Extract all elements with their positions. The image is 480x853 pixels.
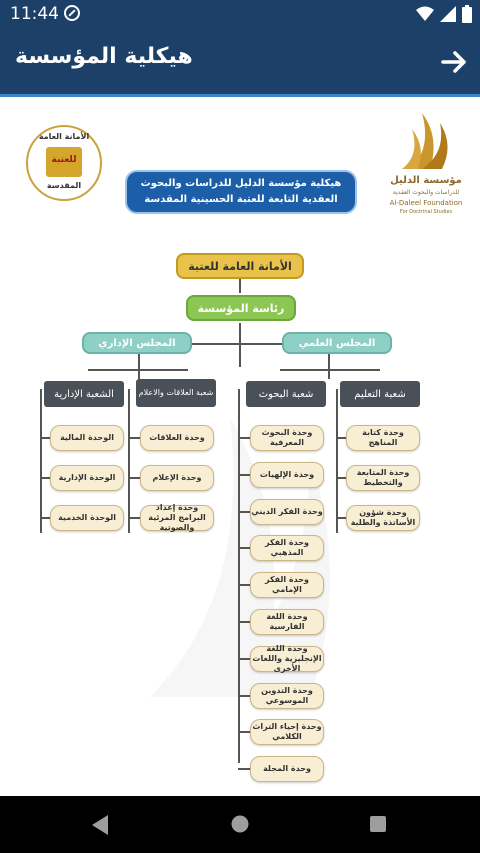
foundation-logo: مؤسسة الدليل للدراسات والبحوث العقدية Al… bbox=[386, 109, 466, 219]
connector bbox=[238, 621, 250, 623]
shrine-emblem: للعتبة bbox=[46, 147, 82, 177]
connector bbox=[40, 389, 42, 533]
nav-back-icon[interactable] bbox=[90, 814, 110, 836]
unit-box: وحدة المجلة bbox=[250, 756, 324, 783]
connector bbox=[238, 389, 240, 763]
watermark-logo-icon bbox=[150, 417, 330, 697]
unit-box: الوحدة الخدمية bbox=[50, 505, 124, 531]
unit-box: وحدة البحوث المعرفية bbox=[250, 425, 324, 451]
app-bar: هيكلية المؤسسة bbox=[0, 30, 480, 94]
page-title: هيكلية المؤسسة bbox=[15, 44, 193, 69]
unit-box: وحدة المتابعة والتخطيط bbox=[346, 465, 420, 491]
shrine-logo-text-bottom: المقدسة bbox=[46, 181, 82, 190]
unit-box: وحدة كتابة المناهج bbox=[346, 425, 420, 451]
app-bar-divider bbox=[0, 94, 480, 97]
connector bbox=[238, 510, 250, 513]
nav-recents-icon[interactable] bbox=[369, 815, 387, 833]
connector bbox=[238, 473, 250, 476]
wifi-icon bbox=[416, 6, 434, 21]
unit-box: وحدة الفكر الإمامي bbox=[250, 572, 324, 599]
shrine-logo-text-mid: للعتبة bbox=[51, 155, 77, 165]
unit-box: وحدة التدوين الموسوعي bbox=[250, 682, 324, 709]
connector bbox=[138, 343, 330, 345]
connector bbox=[239, 279, 241, 293]
unit-box: وحدة العلاقات bbox=[140, 425, 214, 451]
connector bbox=[128, 437, 140, 439]
dept-research-box: شعبة البحوث bbox=[246, 381, 326, 407]
connector bbox=[238, 437, 250, 439]
connector bbox=[239, 323, 241, 367]
unit-box: الوحدة الإدارية bbox=[50, 465, 124, 491]
system-nav-bar bbox=[0, 796, 480, 853]
connector bbox=[336, 437, 346, 439]
unit-box: وحدة إعداد البرامج المرئية والصوتية bbox=[140, 503, 214, 532]
unit-box: وحدة شؤون الأساتذة والطلبة bbox=[346, 505, 420, 531]
foundation-english-name: Al-Daleel Foundation bbox=[389, 199, 463, 207]
scientific-council-box: المجلس العلمي bbox=[282, 332, 392, 354]
connector bbox=[40, 437, 50, 439]
connector bbox=[238, 657, 250, 660]
connector bbox=[328, 357, 330, 379]
nav-home-icon[interactable] bbox=[230, 814, 250, 834]
connector bbox=[128, 389, 130, 533]
foundation-subtitle: للدراسات والبحوث العقدية bbox=[392, 189, 460, 196]
battery-icon bbox=[462, 5, 472, 23]
foundation-emblem-icon bbox=[402, 113, 448, 169]
connector bbox=[238, 768, 250, 771]
connector bbox=[128, 517, 140, 519]
presidency-box: رئاسة المؤسسة bbox=[186, 295, 296, 321]
connector bbox=[138, 343, 140, 367]
foundation-english-subtitle: For Doctrinal Studies bbox=[399, 209, 453, 215]
unit-box: وحدة الإلهيات bbox=[250, 461, 324, 488]
connector bbox=[336, 517, 346, 519]
connector bbox=[336, 389, 338, 533]
unit-box: وحدة الإعلام bbox=[140, 465, 214, 491]
status-bar: 11:44 bbox=[0, 0, 480, 30]
secretariat-box: الأمانة العامة للعتبة bbox=[176, 253, 304, 279]
connector bbox=[138, 357, 140, 379]
connector bbox=[238, 584, 250, 587]
admin-council-box: المجلس الإداري bbox=[82, 332, 192, 354]
connector bbox=[280, 369, 380, 371]
connector bbox=[88, 369, 188, 371]
unit-box: وحدة الفكر المذهبي bbox=[250, 535, 324, 562]
unit-box: وحدة الفكر الديني bbox=[250, 498, 324, 525]
shrine-secretariat-logo: الأمانة العامة للعتبة المقدسة bbox=[26, 125, 102, 201]
connector bbox=[128, 477, 140, 479]
connector bbox=[238, 547, 250, 550]
org-chart-image: مؤسسة الدليل للدراسات والبحوث العقدية Al… bbox=[0, 97, 480, 796]
connector bbox=[238, 731, 250, 734]
connector bbox=[40, 517, 50, 519]
unit-box: وحدة إحياء التراث الكلامي bbox=[250, 719, 324, 746]
shrine-logo-text-top: الأمانة العامة bbox=[38, 132, 90, 141]
connector bbox=[328, 343, 330, 367]
chart-banner: هيكلية مؤسسة الدليل للدراسات والبحوث الع… bbox=[125, 170, 357, 214]
dept-education-box: شعبة التعليم bbox=[340, 381, 420, 407]
status-time: 11:44 bbox=[10, 4, 59, 24]
data-saver-icon bbox=[64, 5, 80, 21]
unit-box: الوحدة المالية bbox=[50, 425, 124, 451]
back-arrow-icon[interactable] bbox=[440, 48, 468, 76]
connector bbox=[336, 477, 346, 479]
connector bbox=[238, 694, 250, 697]
unit-box: وحدة اللغة الإنجليزية واللغات الأخرى bbox=[250, 644, 324, 673]
dept-relations-box: شعبة العلاقات والاعلام bbox=[136, 379, 216, 407]
foundation-name: مؤسسة الدليل bbox=[390, 175, 462, 186]
dept-admin-box: الشعبة الإدارية bbox=[44, 381, 124, 407]
cellular-signal-icon bbox=[440, 6, 456, 22]
unit-box: وحدة اللغة الفارسية bbox=[250, 609, 324, 635]
connector bbox=[40, 477, 50, 479]
